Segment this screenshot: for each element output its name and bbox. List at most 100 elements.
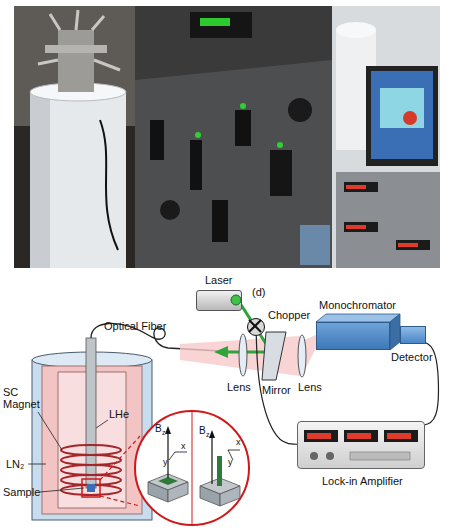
axis-label: y (163, 458, 168, 468)
laser-spot (240, 103, 246, 109)
zoom-circle (135, 411, 249, 525)
axis-label: x (236, 438, 241, 448)
field-symbol: B (155, 423, 162, 434)
knob (326, 452, 334, 460)
detector-box: Detector (400, 326, 426, 344)
optical-mount (270, 150, 292, 196)
field-arrowhead (165, 426, 171, 434)
optical-mount (190, 140, 202, 190)
cable-connector (425, 343, 438, 425)
screen-window (380, 88, 424, 128)
leader-line (28, 464, 46, 465)
optical-mount (212, 200, 228, 242)
laser-spot (277, 142, 283, 148)
mirror (262, 332, 286, 380)
axis-label: x (181, 442, 186, 452)
magnet-coil (61, 485, 121, 495)
magnet-coil (61, 475, 121, 485)
chopper-blade (249, 320, 261, 332)
dewar-body (30, 92, 126, 268)
photo-background (135, 6, 332, 268)
display-digits (347, 433, 371, 439)
field-arrow (211, 436, 212, 484)
node-label: Detector (391, 351, 433, 363)
rack-display (344, 182, 378, 192)
lens (298, 335, 306, 377)
component-label: Sample (3, 486, 40, 498)
leader-line (38, 412, 62, 450)
zoom-line (100, 496, 140, 506)
field-arrow (167, 432, 168, 478)
cabinet-top (336, 22, 376, 38)
component-label: Mirror (262, 384, 291, 396)
leader-line (40, 488, 84, 492)
display-digits (307, 433, 331, 439)
panel-label: (d) (252, 286, 265, 298)
component-label: LHe (109, 408, 129, 420)
component-label: LN₂ (6, 458, 24, 470)
cryostat-insert (58, 30, 94, 92)
field-symbol: B (199, 425, 206, 436)
photo-background (332, 6, 440, 268)
lens-mount (160, 200, 180, 220)
display-digits (346, 225, 366, 229)
component-label: Optical Fiber (104, 320, 166, 332)
laser-aperture (231, 295, 241, 305)
zoom-box (82, 479, 100, 497)
sample (87, 484, 95, 492)
beam-arrowhead (214, 346, 228, 358)
laser-beam (226, 351, 270, 354)
display-digits (387, 433, 411, 439)
sample-chip (158, 477, 178, 485)
equipment (300, 225, 330, 265)
magnet-coil (61, 455, 121, 465)
photo-background (14, 6, 135, 268)
field-arrowhead (209, 430, 215, 438)
button-row (350, 452, 410, 460)
laser-spot (195, 132, 201, 138)
sample-chip (217, 456, 222, 486)
monitor-frame (366, 66, 438, 166)
cable-connector (256, 336, 297, 444)
edge-group (256, 336, 438, 444)
axis (169, 452, 175, 460)
dewar-shade (30, 92, 50, 268)
component-label: Lens (227, 381, 251, 393)
optical-mount (150, 120, 164, 160)
axis-label: y (228, 458, 233, 468)
node-label: Chopper (268, 309, 310, 321)
screen-dot (403, 111, 417, 125)
sample-holder (168, 482, 188, 502)
component-label: Lens (298, 381, 322, 393)
sample-holder (200, 486, 220, 506)
box-side-face (390, 314, 400, 350)
sample-holder (220, 486, 240, 506)
axis (175, 452, 187, 453)
component-label: SC Magnet (3, 386, 45, 410)
display-digits (398, 243, 418, 247)
chopper-blade (249, 320, 261, 332)
chopper-wheel: Chopper (247, 318, 265, 336)
lockin-display (304, 430, 338, 442)
gas-lines (38, 10, 120, 70)
node-label: Laser (205, 274, 233, 286)
axis (228, 450, 240, 451)
cable (100, 120, 118, 250)
magnet-coil (61, 445, 121, 455)
monochromator-box: Monochromator (316, 322, 390, 350)
field-subscript: z (162, 429, 166, 437)
rack-display (396, 240, 430, 250)
optical-table (135, 60, 332, 268)
sample-holder (148, 482, 168, 502)
lens-mount (288, 98, 312, 122)
lockin-display (344, 430, 378, 442)
leader-line (96, 420, 108, 428)
monitor-screen (371, 71, 433, 159)
node-label: Monochromator (319, 299, 396, 311)
insert-flange (45, 45, 107, 53)
instrument-box (190, 12, 252, 38)
magnet-coil (61, 465, 121, 475)
optical-mount (235, 110, 251, 146)
